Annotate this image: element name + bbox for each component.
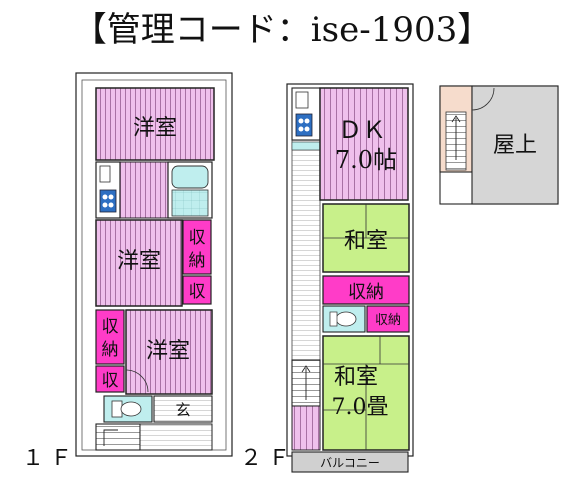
- roof-label: 屋上: [493, 133, 537, 158]
- closet-2f-small-label: 収納: [375, 313, 401, 328]
- room-western-top-label: 洋室: [133, 116, 177, 141]
- entrance: [153, 395, 213, 423]
- closet-1f-a: [182, 219, 212, 275]
- sink-icon: [99, 165, 111, 183]
- floor-1f: 洋室 洋室 収 納 収 収 納 収 洋室: [75, 72, 233, 457]
- door-swing: [125, 369, 149, 393]
- room-dk: [319, 87, 409, 201]
- roof-deck: [471, 85, 559, 205]
- floor-2f: ＤＫ 7.0帖 和室 収納 収納 和室 7.0畳 バルコニー: [286, 83, 414, 473]
- balcony-label: バルコニー: [320, 456, 380, 470]
- closet-1f-b: [182, 275, 212, 305]
- closet-2f-wide: [322, 275, 410, 305]
- room-western-bottom: [125, 309, 213, 395]
- closet-1f-a-label2: 納: [189, 251, 206, 271]
- room-japanese-bottom-label: 和室: [334, 365, 378, 390]
- room-dk-label: ＤＫ: [338, 116, 386, 144]
- closet-1f-d-label: 収: [102, 371, 119, 391]
- closet-1f-d: [95, 365, 125, 393]
- closet-1f-c: [95, 309, 125, 365]
- closet-1f-b-label: 収: [189, 282, 206, 302]
- closet-1f-c-label2: 納: [102, 340, 119, 360]
- floor-label-2f: ２Ｆ: [240, 446, 297, 471]
- stove-2f-icon: [295, 113, 313, 137]
- sink-2f-icon: [295, 91, 309, 109]
- toilet-icon: [120, 401, 142, 417]
- floor-roof: 屋上: [439, 85, 559, 205]
- room-dk-size: 7.0帖: [335, 146, 397, 174]
- room-western-mid: [95, 219, 183, 307]
- room-western-bottom-label: 洋室: [146, 339, 190, 364]
- stove-icon: [99, 189, 117, 213]
- closet-1f-a-label1: 収: [189, 228, 206, 248]
- bathtub-icon: [171, 165, 209, 189]
- page-title: 【管理コード：ise-1903】: [72, 10, 492, 50]
- room-western-top: [95, 87, 215, 161]
- entrance-label: 玄: [175, 401, 190, 419]
- stairs-1f: [95, 423, 141, 451]
- room-japanese-top-label: 和室: [344, 229, 388, 254]
- closet-2f-wide-label: 収納: [348, 282, 384, 303]
- balcony: [291, 451, 409, 473]
- room-western-mid-label: 洋室: [117, 249, 161, 274]
- toilet-2f-icon: [335, 311, 357, 327]
- closet-1f-c-label1: 収: [102, 317, 119, 337]
- closet-2f-small: [366, 305, 410, 333]
- room-japanese-bottom-size: 7.0畳: [332, 395, 389, 420]
- floor-label-1f: １Ｆ: [22, 446, 79, 471]
